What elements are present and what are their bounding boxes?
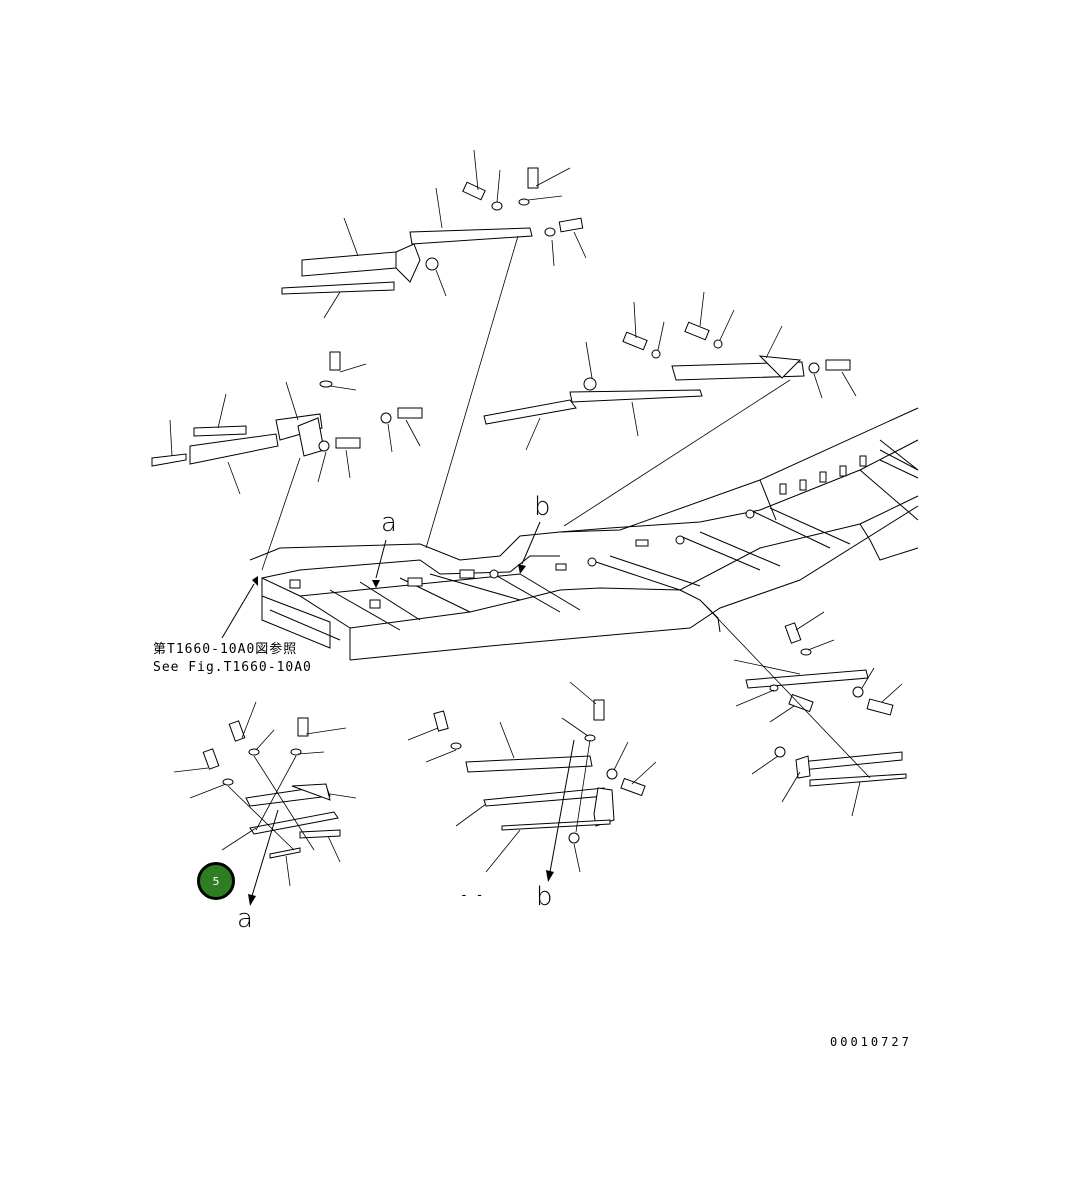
bottom-left-bracket-assembly	[173, 701, 357, 887]
see-figure-note-jp: 第T1660-10A0図参照	[153, 642, 298, 657]
ref-letter-b-bottom: b	[536, 882, 553, 912]
bottom-center-bracket-assembly	[407, 681, 657, 873]
ref-letter-a-top: a	[381, 508, 397, 538]
ref-letter-b-top: b	[534, 492, 551, 522]
top-bracket-assembly	[281, 149, 587, 549]
item-number-badge[interactable]: 5	[197, 862, 235, 900]
see-figure-note-en: See Fig.T1660-10A0	[153, 660, 312, 675]
dash-mark: - -	[460, 888, 484, 903]
ref-letter-a-bottom: a	[237, 904, 253, 934]
item-number-badge-label: 5	[212, 874, 220, 888]
main-frame	[249, 407, 919, 661]
right-upper-bracket-assembly	[483, 291, 857, 527]
right-lower-bracket-assembly	[699, 599, 907, 817]
reference-arrows	[221, 521, 575, 906]
left-bracket-assembly	[151, 351, 423, 571]
drawing-number: 00010727	[830, 1035, 912, 1049]
